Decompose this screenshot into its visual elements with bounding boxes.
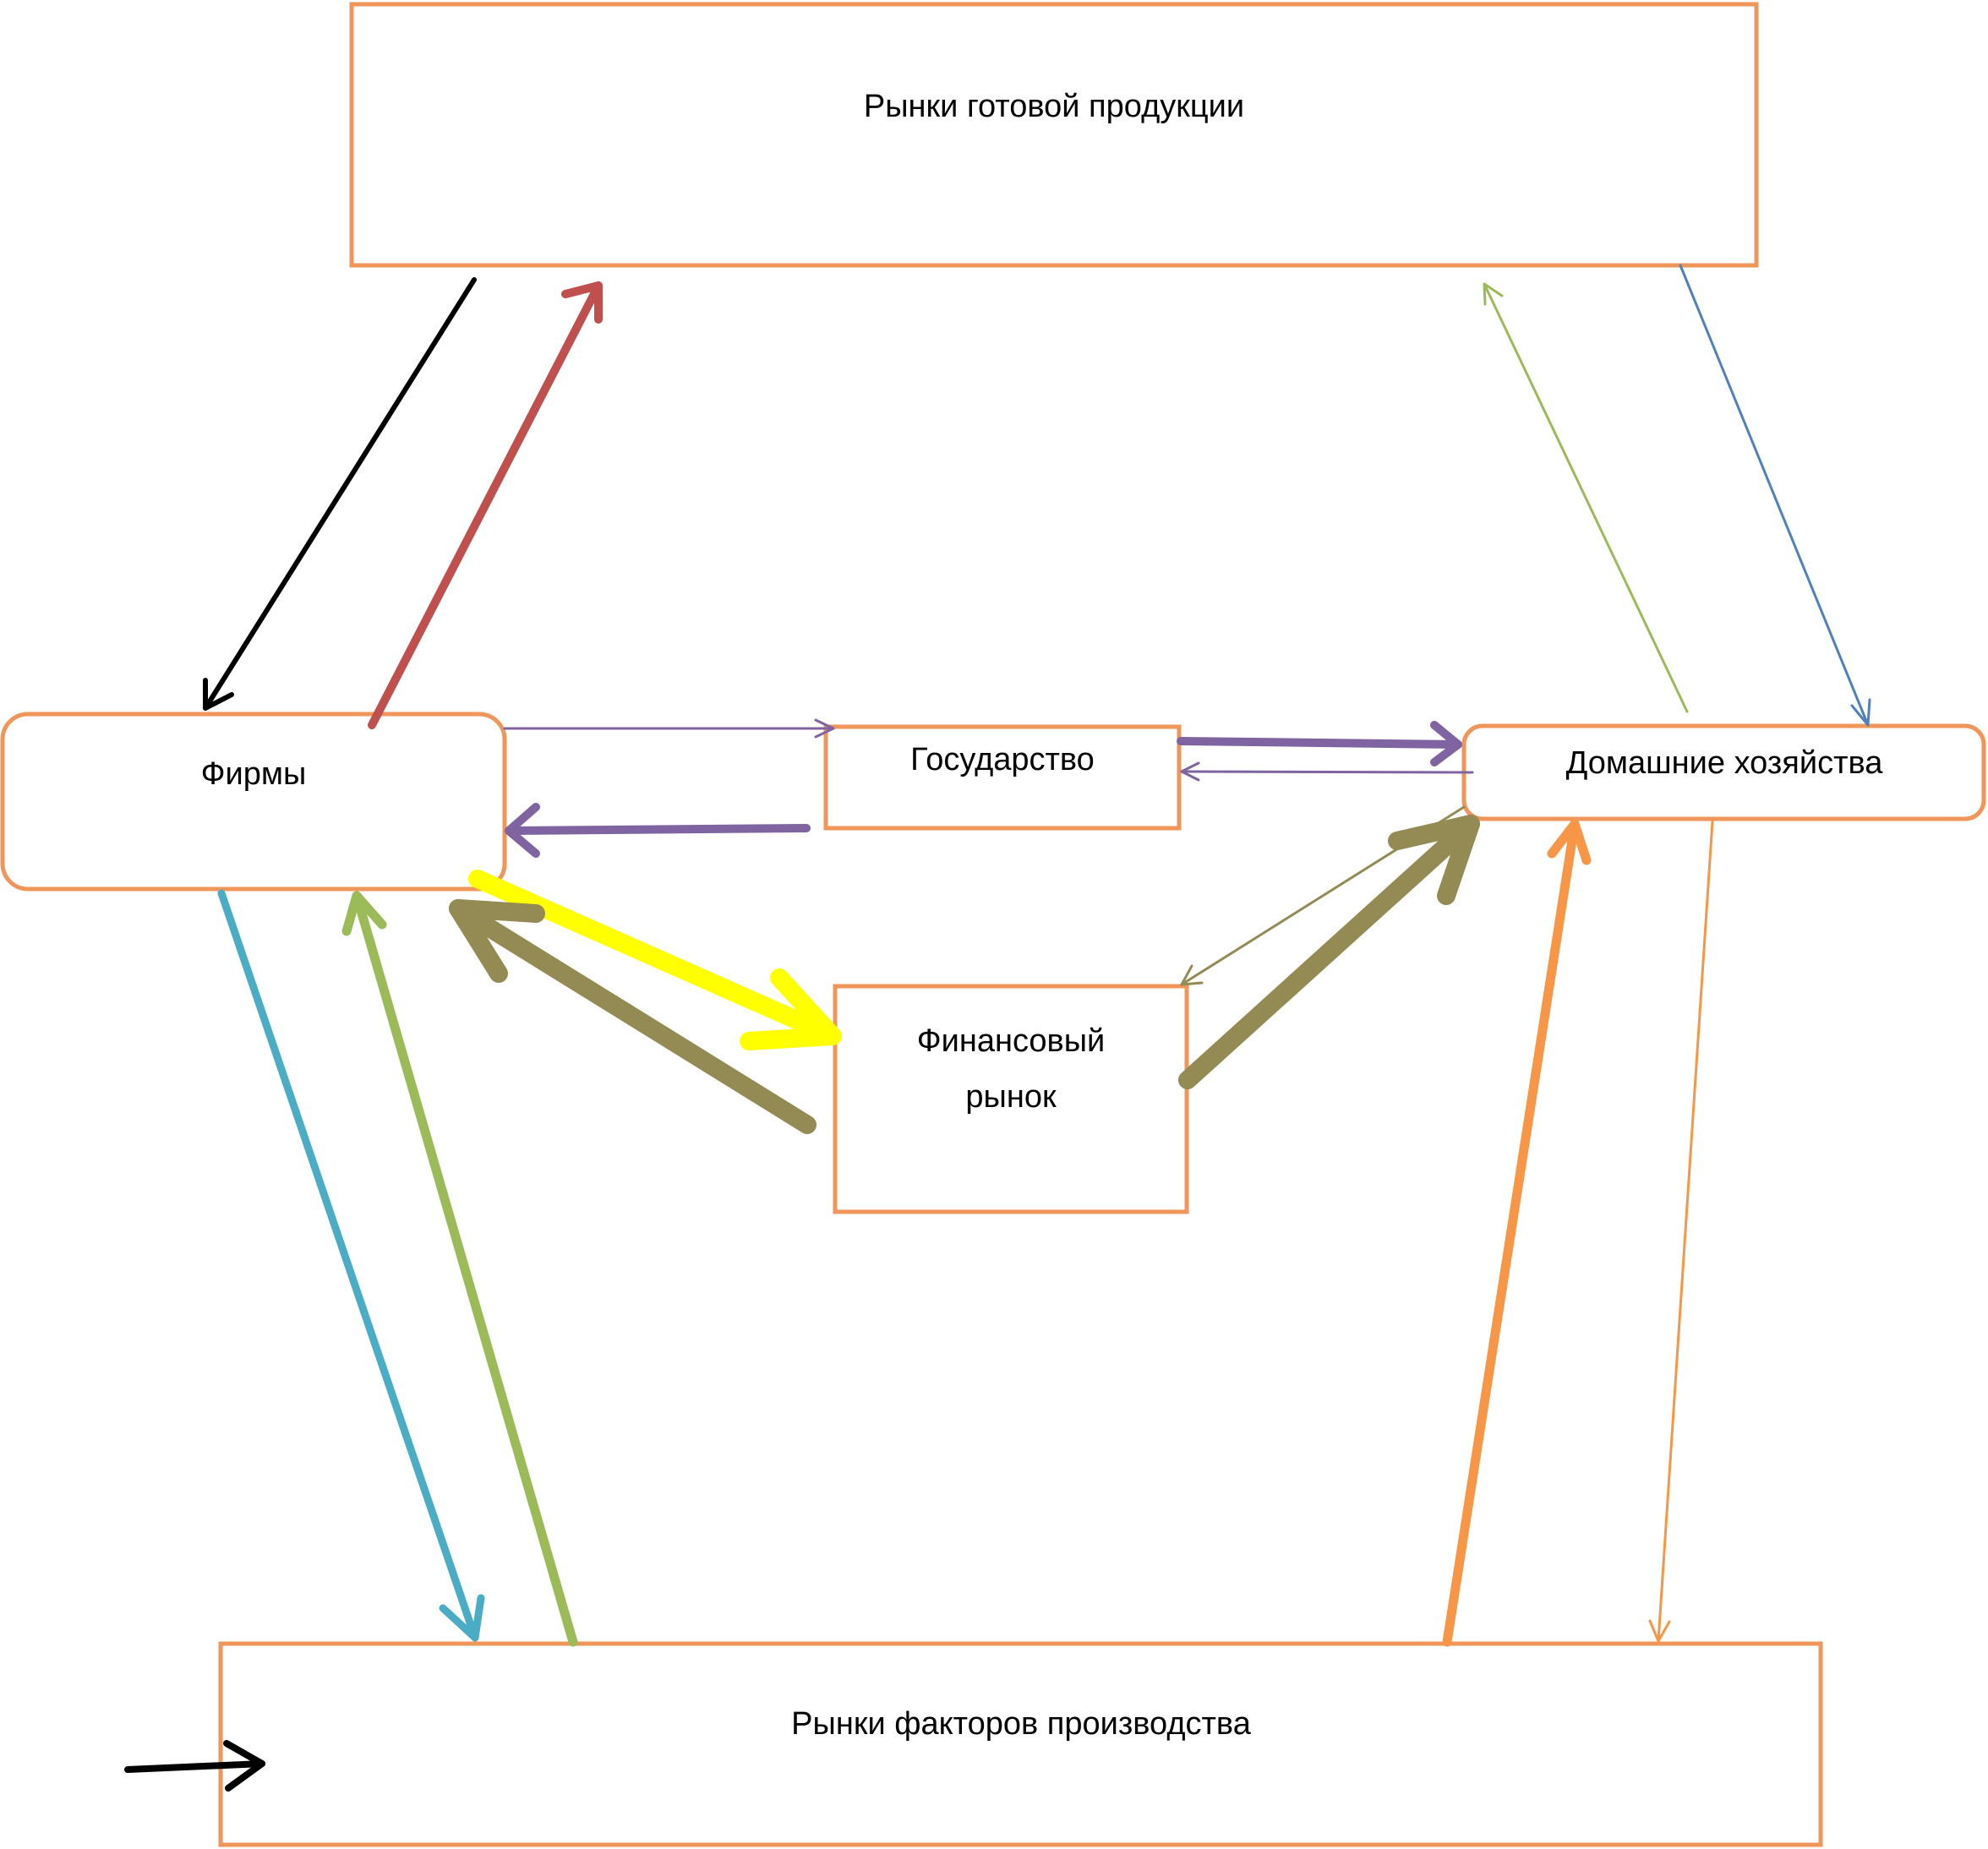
firms-label: Фирмы <box>201 756 307 792</box>
product-markets-label: Рынки готовой продукции <box>864 89 1244 124</box>
arrow-government-to-households <box>1177 721 1462 766</box>
financial-market-box <box>833 984 1189 1214</box>
arrow-firms-to-government <box>503 718 835 739</box>
arrow-households-to-government <box>1180 761 1474 782</box>
arrow-households-to-financial-market <box>1180 805 1466 986</box>
arrow-government-to-firms <box>505 803 811 858</box>
arrow-factor-markets-to-firms <box>341 891 578 1647</box>
financial-market-label-line2: рынок <box>965 1079 1057 1115</box>
arrow-financial-market-to-households <box>1178 815 1480 1089</box>
product-markets-box <box>349 2 1759 268</box>
government-box <box>823 724 1182 831</box>
factor-markets-label: Рынки факторов производства <box>791 1706 1252 1742</box>
factor-markets-box <box>218 1641 1823 1847</box>
arrow-products-to-firms <box>203 277 477 711</box>
arrow-households-to-products <box>1483 282 1689 713</box>
financial-market-label-line1: Финансовый <box>917 1023 1106 1059</box>
firms-box <box>0 712 507 892</box>
government-label: Государство <box>910 742 1095 777</box>
arrow-firms-to-products <box>368 281 603 729</box>
arrow-households-to-factor-markets <box>1648 820 1714 1643</box>
households-label: Домашние хозяйства <box>1566 745 1884 781</box>
arrow-firms-to-factor-markets <box>217 889 485 1642</box>
small-black-arrow <box>124 1740 265 1792</box>
arrow-financial-market-to-firms <box>449 899 816 1134</box>
arrow-products-to-households <box>1679 264 1871 727</box>
arrow-factor-markets-to-households <box>1442 819 1592 1647</box>
